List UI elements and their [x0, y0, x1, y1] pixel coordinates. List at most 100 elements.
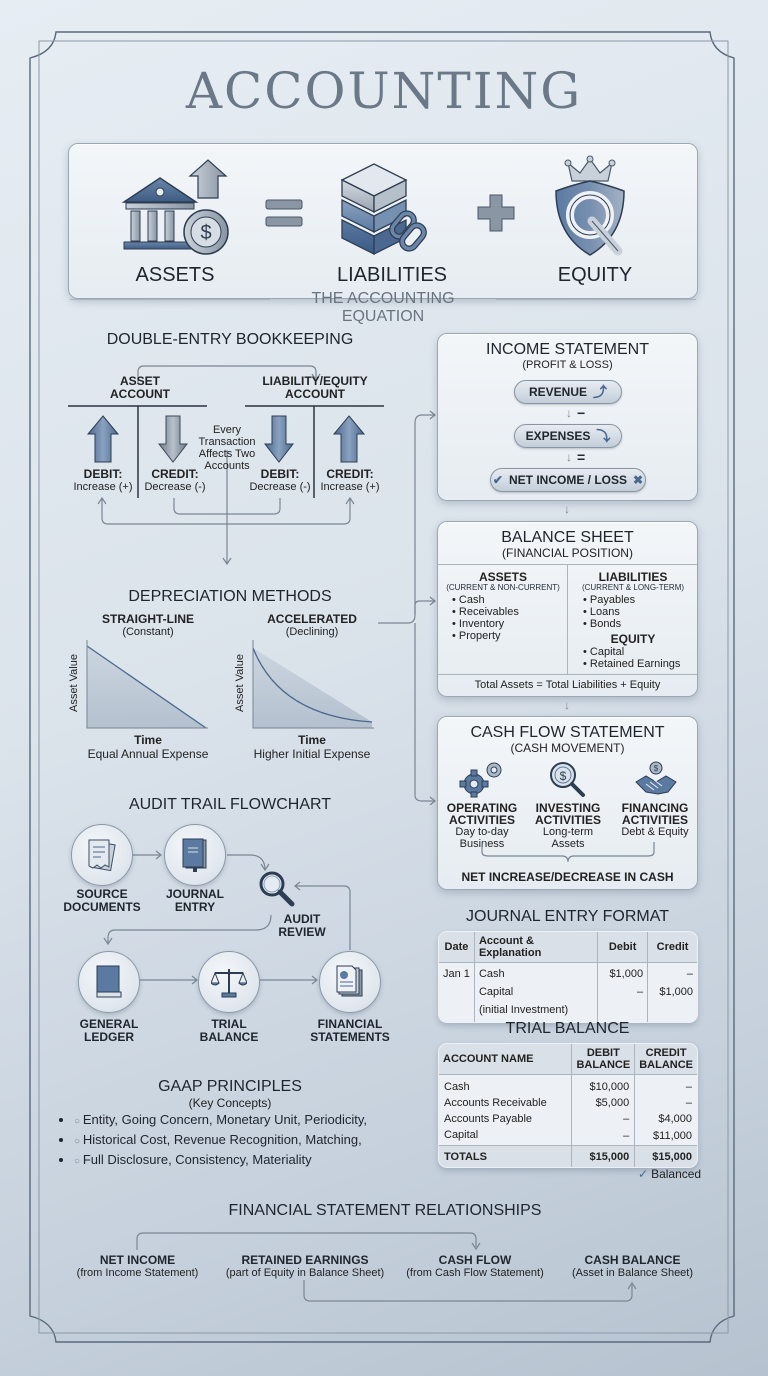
dollar-magnifier-icon: $ — [550, 762, 585, 797]
relationship-net-income: NET INCOME (from Income Statement) — [76, 1253, 199, 1279]
every-transaction-note: Every Transaction Affects Two Accounts — [198, 424, 256, 472]
equals-icon — [265, 199, 303, 227]
bs-liabilities-sub: (CURRENT & LONG-TERM) — [581, 583, 685, 592]
col-credit-balance: CREDIT BALANCE — [634, 1044, 697, 1075]
gaap-title: GAAP PRINCIPLES — [158, 1078, 302, 1095]
relationships-title: FINANCIAL STATEMENT RELATIONSHIPS — [228, 1202, 542, 1219]
straight-line-xaxis: Time Equal Annual Expense — [87, 733, 209, 761]
gaap-item: Historical Cost, Revenue Recognition, Ma… — [74, 1131, 404, 1151]
receipt-icon — [88, 839, 116, 872]
financing-activities: FINANCING ACTIVITIES Debt & Equity — [621, 801, 689, 838]
gaap-subtitle: (Key Concepts) — [188, 1096, 272, 1110]
accelerated-heading: ACCELERATED (Declining) — [267, 612, 357, 639]
cash-flow-title: CASH FLOW STATEMENT — [470, 724, 665, 741]
bank-coin-icon: $ — [121, 159, 229, 255]
checkmark-icon: ✓ — [638, 1167, 649, 1181]
liabilities-label: LIABILITIES — [336, 264, 448, 286]
bs-equity-list: Capital Retained Earnings — [583, 646, 681, 670]
table-header-row: Date Account & Explanation Debit Credit — [439, 932, 697, 963]
journal-entry-table: Date Account & Explanation Debit Credit … — [438, 931, 698, 1023]
table-row: Jan 1 Cash $1,000 – — [439, 962, 697, 983]
balance-sheet-divider-foot — [438, 674, 697, 675]
equity-label: EQUITY — [557, 264, 633, 286]
table-row: Accounts Receivable $5,000 – — [439, 1095, 697, 1111]
magnifier-icon — [259, 871, 295, 907]
bs-assets-list: Cash Receivables Inventory Property — [452, 594, 519, 642]
double-entry-diagram — [68, 365, 384, 566]
col-account-name: ACCOUNT NAME — [439, 1044, 573, 1075]
cash-flow-brace — [481, 842, 655, 863]
liability-credit-cell: CREDIT: Increase (+) — [320, 467, 380, 494]
audit-trail-connectors — [103, 850, 351, 985]
stacked-blocks-chain-icon — [340, 163, 427, 256]
accelerated-ylabel: Asset Value — [234, 654, 246, 712]
col-account: Account & Explanation — [474, 932, 599, 963]
table-row: (initial Investment) — [439, 1001, 697, 1022]
report-stack-icon — [336, 965, 363, 997]
gaap-list: Entity, Going Concern, Monetary Unit, Pe… — [74, 1111, 404, 1171]
cash-flow-footer: NET INCREASE/DECREASE IN CASH — [461, 870, 674, 884]
expenses-pill: EXPENSES ⤵ — [514, 424, 622, 448]
col-debit: Debit — [597, 932, 649, 963]
depreciation-title: DEPRECIATION METHODS — [128, 588, 332, 605]
minus-sign: − — [577, 405, 586, 421]
gears-icon — [459, 762, 502, 798]
bs-assets-head: ASSETS — [478, 570, 527, 584]
col-debit-balance: DEBIT BALANCE — [571, 1044, 636, 1075]
arrow-down-icon: ⤵ — [596, 428, 611, 444]
journal-entry-title: JOURNAL ENTRY FORMAT — [466, 908, 669, 925]
totals-row: TOTALS $15,000 $15,000 — [439, 1145, 697, 1167]
relationship-cash-balance: CASH BALANCE (Asset in Balance Sheet) — [571, 1253, 694, 1279]
operating-activities: OPERATING ACTIVITIES Day to-day Business — [446, 801, 518, 850]
expenses-to-net-arrow: ↓ — [566, 450, 572, 464]
trial-balance-title: TRIAL BALANCE — [505, 1020, 630, 1037]
table-row: Capital – $1,000 — [439, 983, 697, 1001]
relationship-cash-flow: CASH FLOW (from Cash Flow Statement) — [406, 1253, 544, 1279]
table-row: Cash $10,000 – — [439, 1074, 697, 1095]
check-icon: ✔ — [492, 473, 503, 487]
net-income-pill: ✔ NET INCOME / LOSS ✖ — [490, 468, 646, 492]
col-credit: Credit — [647, 932, 697, 963]
scales-icon — [211, 969, 247, 998]
bs-assets-sub: (CURRENT & NON-CURRENT) — [446, 583, 560, 592]
table-row: Accounts Payable – $4,000 — [439, 1111, 697, 1127]
flow-node-journal-entry — [164, 824, 226, 886]
audit-trail-title: AUDIT TRAIL FLOWCHART — [128, 796, 332, 813]
gaap-item: Entity, Going Concern, Monetary Unit, Pe… — [74, 1111, 404, 1131]
asset-account-label: ASSET ACCOUNT — [110, 374, 170, 401]
flow-node-source-documents — [71, 824, 133, 886]
crown-shield-icon — [555, 155, 625, 256]
x-icon: ✖ — [633, 473, 644, 487]
flow-node-trial-balance — [198, 951, 260, 1013]
relationship-retained-earnings: RETAINED EARNINGS (part of Equity in Bal… — [225, 1253, 385, 1279]
page-title: ACCOUNTING — [185, 62, 583, 120]
caption-rule-right — [496, 299, 696, 300]
balanced-status: ✓ Balanced — [638, 1167, 702, 1181]
liability-equity-account-label: LIABILITY/EQUITY ACCOUNT — [262, 374, 368, 401]
flow-node-general-ledger — [78, 951, 140, 1013]
bs-equity-head: EQUITY — [610, 632, 656, 646]
income-to-balance-arrow: ↓ — [564, 502, 570, 516]
bs-footer-equation: Total Assets = Total Liabilities + Equit… — [474, 679, 661, 691]
handshake-coin-icon: $ — [635, 761, 677, 795]
balance-sheet-subtitle: (FINANCIAL POSITION) — [502, 546, 633, 560]
balance-sheet-divider-v — [567, 564, 568, 674]
table-header-row: ACCOUNT NAME DEBIT BALANCE CREDIT BALANC… — [439, 1044, 697, 1075]
svg-text:$: $ — [560, 769, 567, 783]
straight-line-heading: STRAIGHT-LINE (Constant) — [102, 612, 194, 639]
asset-debit-cell: DEBIT: Increase (+) — [73, 467, 133, 494]
equals-sign: = — [577, 449, 586, 465]
revenue-pill: REVENUE ⤴ — [514, 380, 622, 404]
caption-rule-left — [70, 299, 270, 300]
liability-debit-cell: DEBIT: Decrease (-) — [249, 467, 311, 494]
flow-node-financial-statements — [319, 951, 381, 1013]
plus-icon — [477, 194, 515, 232]
double-entry-title: DOUBLE-ENTRY BOOKKEEPING — [106, 331, 354, 348]
asset-credit-cell: CREDIT: Decrease (-) — [144, 467, 206, 494]
straight-line-ylabel: Asset Value — [68, 654, 80, 712]
journal-book-icon — [182, 838, 207, 872]
